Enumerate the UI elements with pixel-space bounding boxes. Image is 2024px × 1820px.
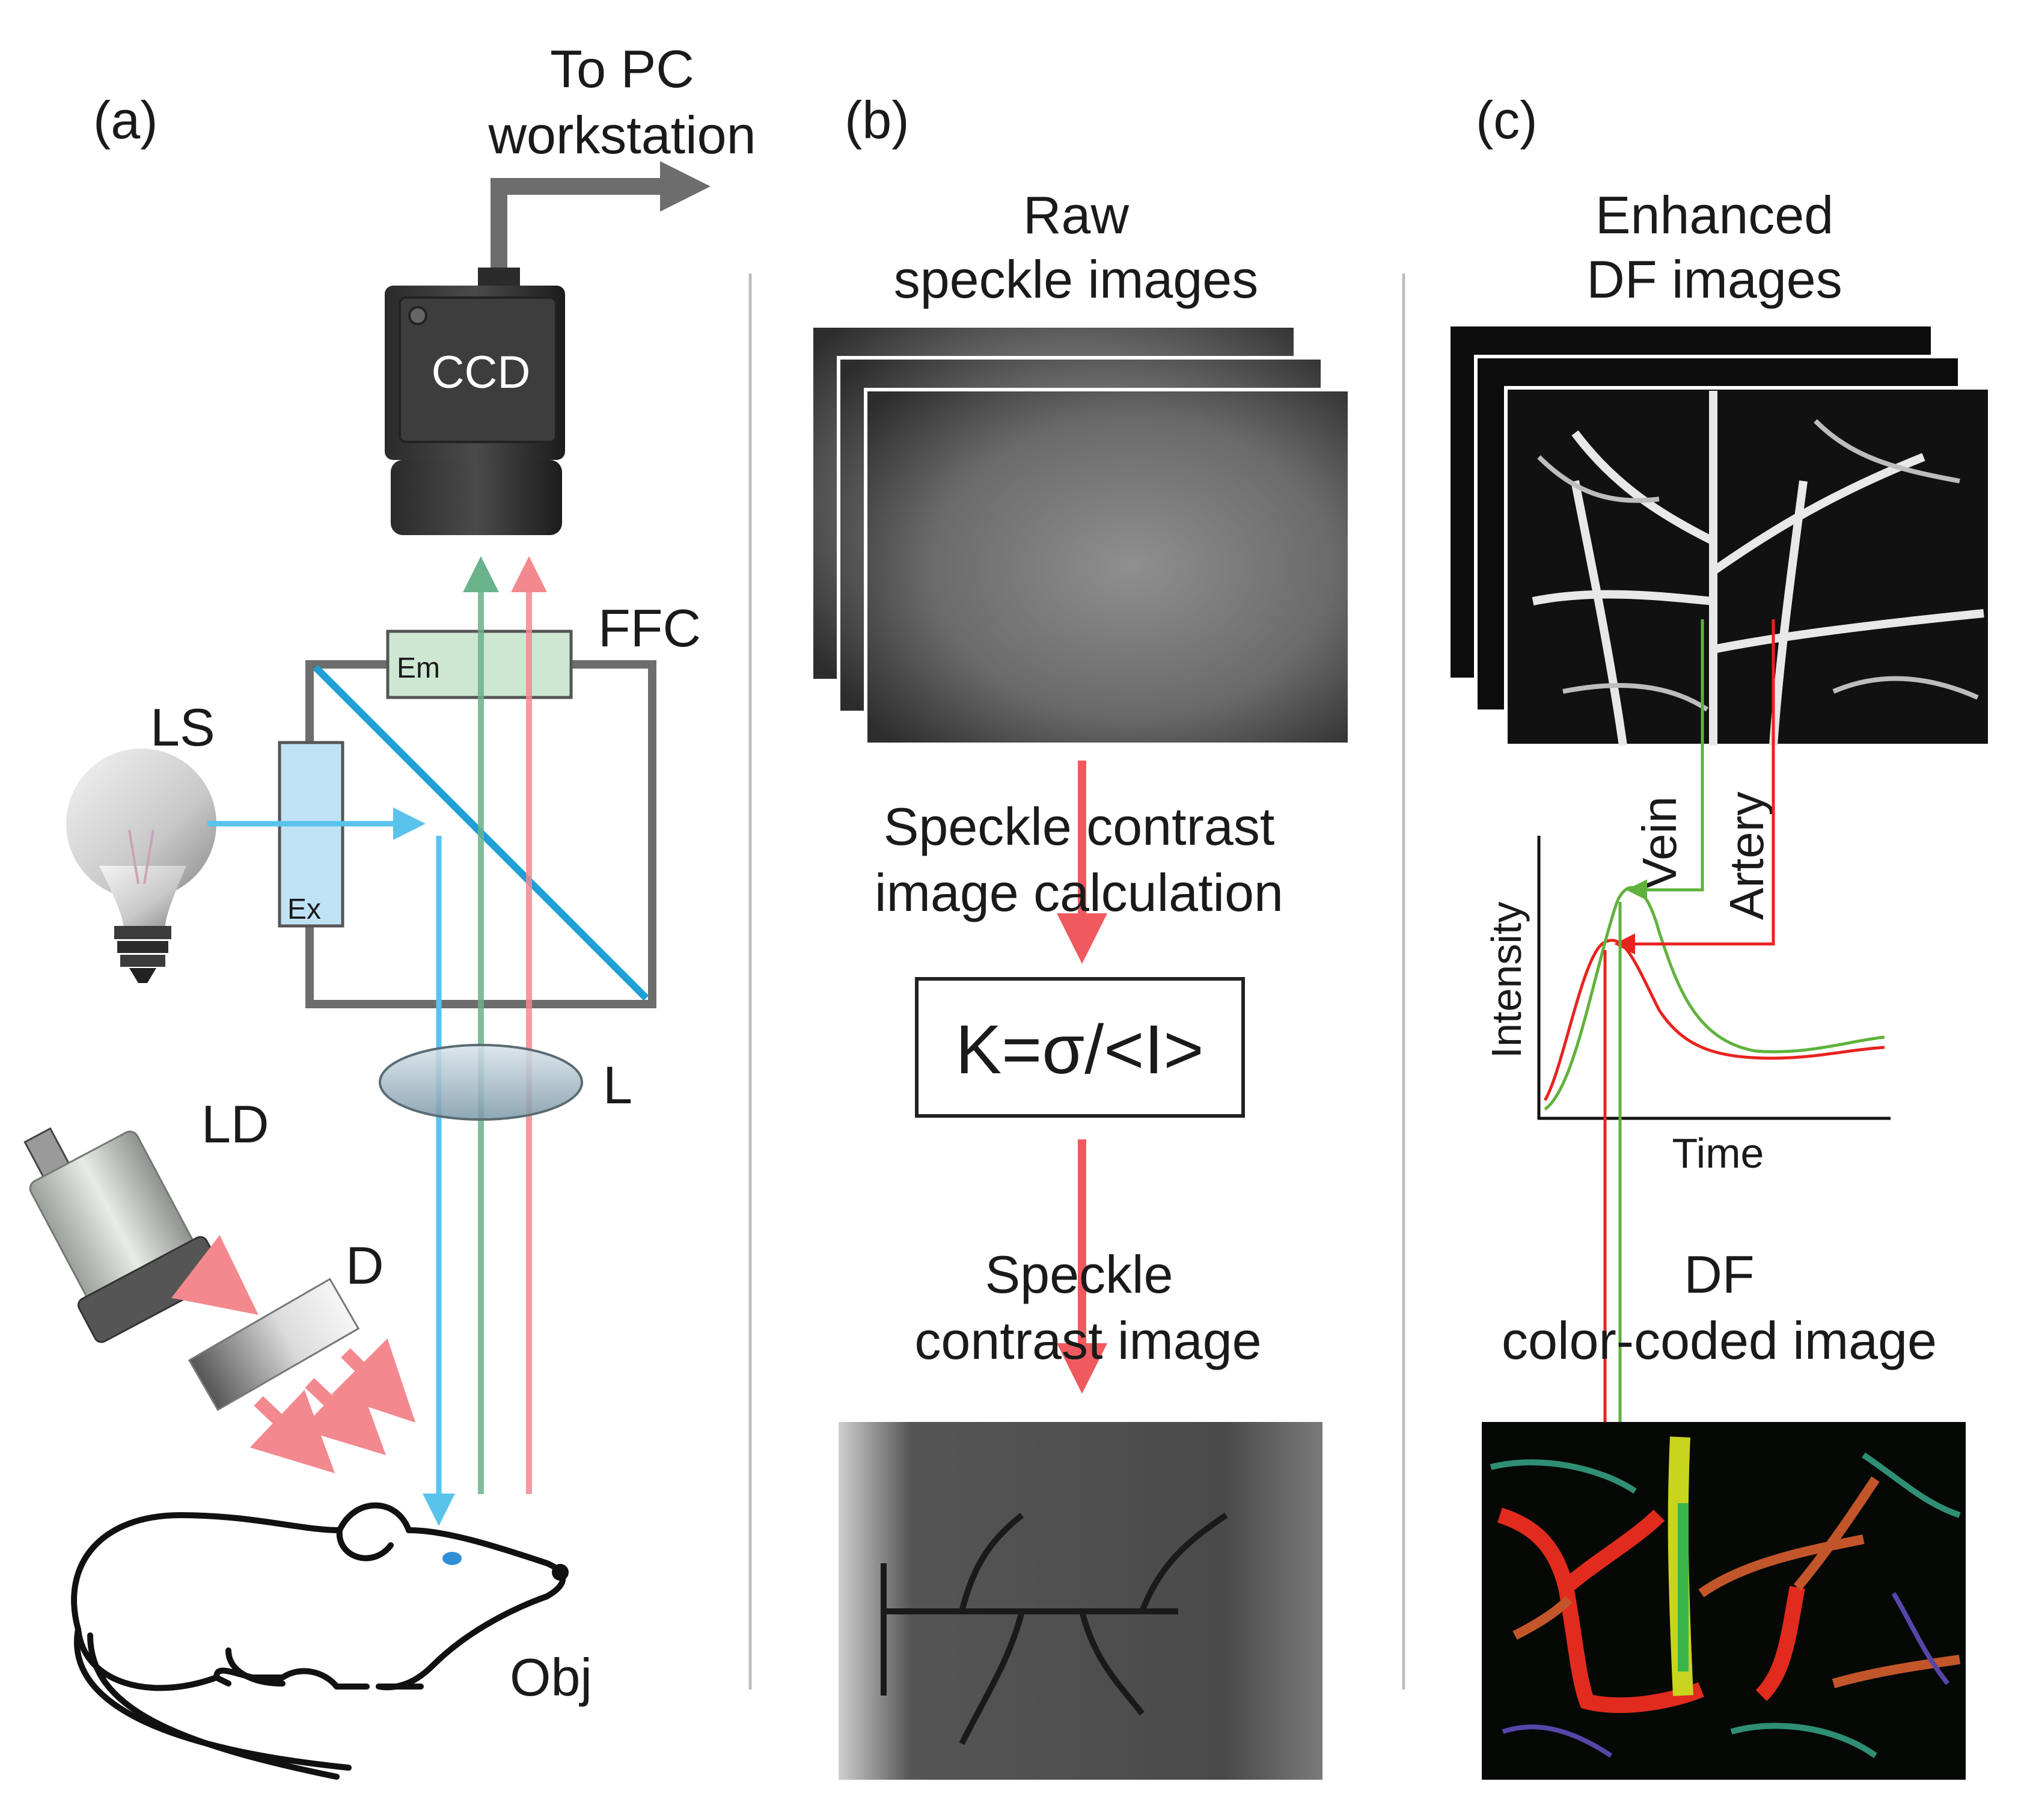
raw-title-line2: speckle images xyxy=(894,250,1259,309)
lens xyxy=(379,1044,583,1121)
formula-box xyxy=(915,977,1245,1118)
ccd-camera: CCD xyxy=(385,268,565,535)
mouse-icon xyxy=(71,1502,566,1780)
intensity-chart: Intensity Time xyxy=(1483,836,1891,1177)
to-pc-label-line2: workstation xyxy=(488,105,756,165)
df-color-coded-image xyxy=(1482,1422,1966,1780)
laser-diode-icon xyxy=(23,1127,224,1343)
ffc-label: FFC xyxy=(598,598,701,658)
panel-b: (b) Raw speckle images Speckle contrast … xyxy=(810,90,1351,1780)
vein-curve xyxy=(1544,886,1885,1111)
enhanced-df-stack xyxy=(1447,323,1992,747)
ex-label: Ex xyxy=(287,893,321,925)
ls-label: LS xyxy=(150,697,215,757)
artery-curve xyxy=(1543,939,1885,1101)
laser-beams xyxy=(171,1235,416,1474)
ld-label: LD xyxy=(201,1094,269,1154)
mouse-nose xyxy=(552,1564,569,1581)
ccd-label: CCD xyxy=(432,347,531,398)
mouse-eye xyxy=(442,1552,462,1565)
panel-c: (c) Enhanced DF images Intensity Time Ve… xyxy=(1447,90,1992,1780)
to-pc-label-line1: To PC xyxy=(550,39,694,99)
chart-xlabel: Time xyxy=(1672,1130,1764,1177)
to-pc-arrow xyxy=(491,161,711,271)
diffuser-icon xyxy=(188,1278,360,1411)
obj-label: Obj xyxy=(510,1647,592,1707)
enh-title-line2: DF images xyxy=(1586,250,1842,309)
result-label-line1: Speckle xyxy=(985,1245,1173,1304)
df-title-line1: DF xyxy=(1684,1245,1754,1304)
panel-c-tag: (c) xyxy=(1476,90,1538,150)
em-label: Em xyxy=(397,652,440,684)
panel-a: (a) To PC workstation CCD Em FFC Ex xyxy=(23,39,756,1780)
raw-title-line1: Raw xyxy=(1023,185,1129,245)
panel-a-tag: (a) xyxy=(93,90,158,150)
vein-label: Vein xyxy=(1633,796,1686,890)
result-label-line2: contrast image xyxy=(914,1311,1261,1370)
raw-speckle-stack xyxy=(810,324,1351,746)
df-title-line2: color-coded image xyxy=(1502,1311,1937,1370)
vein-connector xyxy=(1626,619,1704,901)
diffuser-label: D xyxy=(346,1236,384,1295)
calc-label-line2: image calculation xyxy=(875,863,1283,922)
calc-label-line1: Speckle contrast xyxy=(884,797,1275,856)
panel-b-tag: (b) xyxy=(845,90,910,150)
light-source-bulb-icon xyxy=(66,749,216,983)
lens-label: L xyxy=(603,1055,632,1115)
artery-connector xyxy=(1614,619,1775,955)
artery-label: Artery xyxy=(1720,792,1773,920)
excitation-filter xyxy=(278,741,344,928)
enh-title-line1: Enhanced xyxy=(1595,185,1833,245)
formula-text: K=σ/<I> xyxy=(955,1011,1203,1088)
chart-ylabel: Intensity xyxy=(1483,902,1530,1059)
speckle-contrast-image xyxy=(839,1422,1322,1780)
